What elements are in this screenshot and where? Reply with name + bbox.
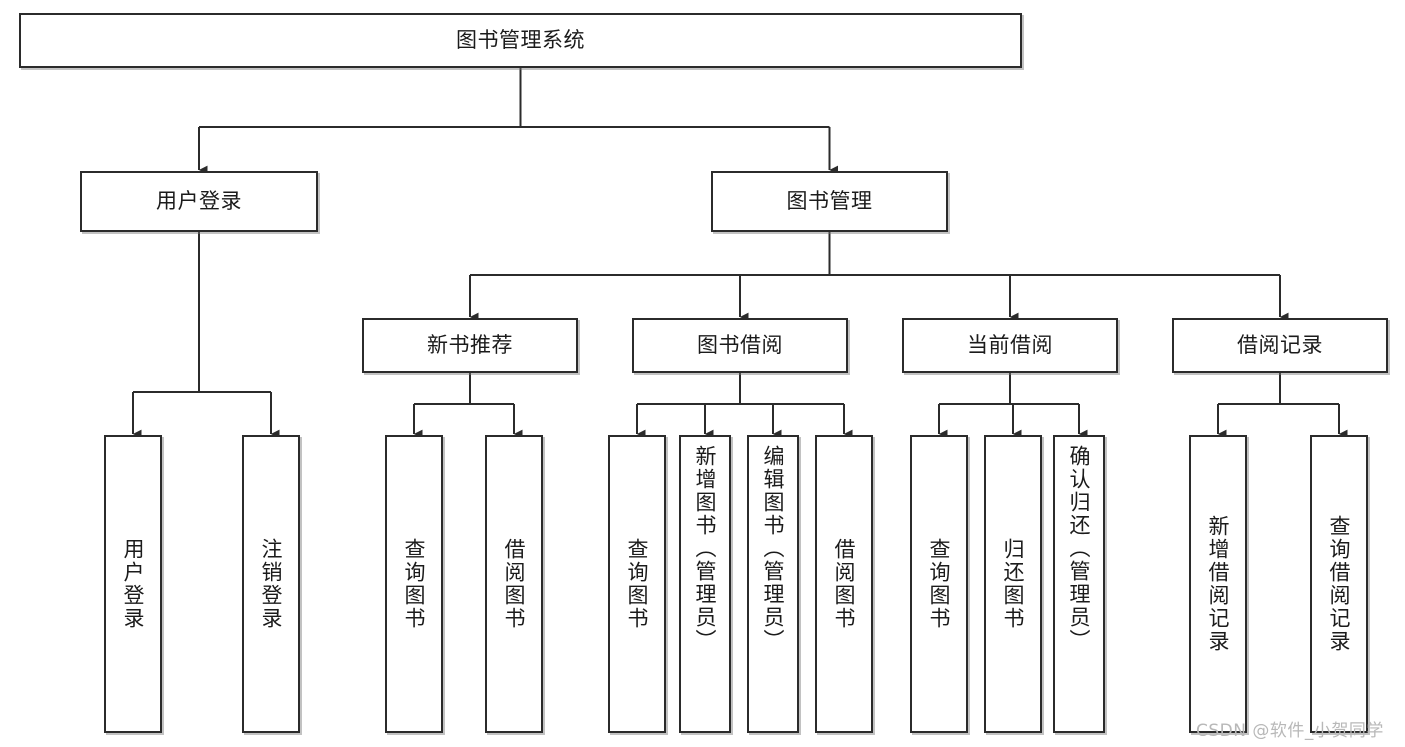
- node-label-leaf-query-book-2: 查询图书: [625, 538, 650, 630]
- node-label-login: 用户登录: [156, 189, 242, 214]
- node-leaf-confirm-return[interactable]: 确认归还（管理员）: [1053, 435, 1105, 733]
- watermark-text: CSDN @软件_小贺同学: [1196, 721, 1384, 741]
- node-label-leaf-query-book-3: 查询图书: [927, 538, 952, 630]
- node-leaf-user-login[interactable]: 用户登录: [104, 435, 162, 733]
- node-label-leaf-borrow-book-2: 借阅图书: [832, 538, 857, 630]
- node-label-newbook: 新书推荐: [427, 333, 513, 358]
- node-label-leaf-logout: 注销登录: [259, 538, 284, 630]
- node-leaf-add-record[interactable]: 新增借阅记录: [1189, 435, 1247, 733]
- node-leaf-query-book-2[interactable]: 查询图书: [608, 435, 666, 733]
- node-newbook[interactable]: 新书推荐: [362, 318, 578, 373]
- node-label-borrow: 图书借阅: [697, 333, 783, 358]
- node-label-current: 当前借阅: [967, 333, 1053, 358]
- connector-lines: [131, 68, 1348, 439]
- node-leaf-query-book-3[interactable]: 查询图书: [910, 435, 968, 733]
- node-label-leaf-edit-book: 编辑图书（管理员）: [761, 445, 786, 652]
- node-leaf-edit-book[interactable]: 编辑图书（管理员）: [747, 435, 799, 733]
- node-label-leaf-confirm-return: 确认归还（管理员）: [1067, 445, 1092, 652]
- node-leaf-logout[interactable]: 注销登录: [242, 435, 300, 733]
- node-leaf-return-book[interactable]: 归还图书: [984, 435, 1042, 733]
- node-label-bookmgmt: 图书管理: [786, 189, 873, 214]
- node-current[interactable]: 当前借阅: [902, 318, 1118, 373]
- node-label-root: 图书管理系统: [456, 28, 585, 53]
- node-leaf-borrow-book-1[interactable]: 借阅图书: [485, 435, 543, 733]
- node-label-leaf-return-book: 归还图书: [1001, 538, 1026, 630]
- node-label-records: 借阅记录: [1237, 333, 1323, 358]
- node-root[interactable]: 图书管理系统: [19, 13, 1022, 68]
- node-records[interactable]: 借阅记录: [1172, 318, 1388, 373]
- node-label-leaf-add-record: 新增借阅记录: [1206, 515, 1231, 653]
- node-leaf-borrow-book-2[interactable]: 借阅图书: [815, 435, 873, 733]
- node-label-leaf-borrow-book-1: 借阅图书: [502, 538, 527, 630]
- node-label-leaf-query-record: 查询借阅记录: [1327, 515, 1352, 653]
- node-leaf-query-book-1[interactable]: 查询图书: [385, 435, 443, 733]
- node-label-leaf-query-book-1: 查询图书: [402, 538, 427, 630]
- node-label-leaf-user-login: 用户登录: [121, 538, 146, 630]
- node-label-leaf-add-book: 新增图书（管理员）: [693, 445, 718, 652]
- node-borrow[interactable]: 图书借阅: [632, 318, 848, 373]
- node-leaf-add-book[interactable]: 新增图书（管理员）: [679, 435, 731, 733]
- node-login[interactable]: 用户登录: [80, 171, 318, 232]
- node-bookmgmt[interactable]: 图书管理: [711, 171, 948, 232]
- node-leaf-query-record[interactable]: 查询借阅记录: [1310, 435, 1368, 733]
